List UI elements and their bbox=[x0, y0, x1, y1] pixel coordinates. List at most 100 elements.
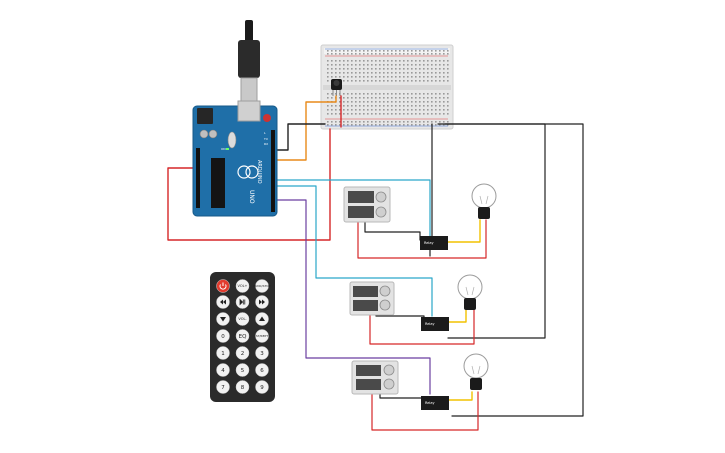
remote-button[interactable]: 6 bbox=[255, 363, 269, 377]
breadboard-hole bbox=[399, 124, 401, 126]
breadboard-hole bbox=[419, 97, 421, 99]
remote-button[interactable]: 4 bbox=[216, 363, 230, 377]
remote-button-up-arrow[interactable] bbox=[255, 312, 269, 326]
remote-button[interactable]: EQ bbox=[235, 329, 250, 343]
breadboard-hole bbox=[443, 101, 445, 103]
breadboard-hole bbox=[339, 109, 341, 111]
breadboard-hole bbox=[415, 68, 417, 70]
breadboard-hole bbox=[447, 64, 449, 66]
breadboard-hole bbox=[347, 101, 349, 103]
breadboard-hole bbox=[391, 80, 393, 82]
breadboard-hole bbox=[379, 72, 381, 74]
breadboard-hole bbox=[375, 76, 377, 78]
breadboard-hole bbox=[327, 53, 329, 55]
breadboard-hole bbox=[411, 64, 413, 66]
remote-button[interactable]: 1 bbox=[216, 346, 230, 360]
breadboard-hole bbox=[339, 101, 341, 103]
breadboard-hole bbox=[375, 124, 377, 126]
breadboard-hole bbox=[439, 60, 441, 62]
breadboard-hole bbox=[403, 64, 405, 66]
remote-button[interactable]: 9 bbox=[255, 380, 269, 394]
breadboard-hole bbox=[443, 60, 445, 62]
breadboard-hole bbox=[359, 101, 361, 103]
breadboard-hole bbox=[347, 80, 349, 82]
breadboard-hole bbox=[395, 124, 397, 126]
breadboard-hole bbox=[359, 121, 361, 123]
remote-button[interactable]: 0 bbox=[216, 329, 230, 343]
breadboard-hole bbox=[335, 72, 337, 74]
remote-button-fast-forward[interactable] bbox=[255, 295, 269, 309]
wire-r3-yellow bbox=[447, 391, 473, 401]
breadboard-hole bbox=[359, 93, 361, 95]
breadboard-hole bbox=[387, 72, 389, 74]
breadboard-hole bbox=[435, 109, 437, 111]
breadboard-hole bbox=[415, 76, 417, 78]
breadboard-hole bbox=[347, 97, 349, 99]
breadboard-hole bbox=[395, 121, 397, 123]
breadboard-hole bbox=[359, 113, 361, 115]
breadboard-hole bbox=[347, 50, 349, 52]
breadboard-hole bbox=[439, 93, 441, 95]
breadboard-hole bbox=[351, 121, 353, 123]
breadboard-hole bbox=[403, 97, 405, 99]
breadboard-hole bbox=[375, 113, 377, 115]
breadboard-hole bbox=[391, 72, 393, 74]
breadboard-hole bbox=[387, 124, 389, 126]
remote-button-down-arrow[interactable] bbox=[216, 312, 230, 326]
remote-button[interactable]: FUNC/STOP bbox=[253, 279, 271, 293]
breadboard-hole bbox=[399, 105, 401, 107]
breadboard-hole bbox=[351, 93, 353, 95]
remote-button[interactable]: VOL- bbox=[235, 312, 250, 326]
remote-button-label: 6 bbox=[260, 368, 264, 374]
breadboard-hole bbox=[447, 76, 449, 78]
breadboard-hole bbox=[363, 101, 365, 103]
breadboard-hole bbox=[403, 53, 405, 55]
breadboard-hole bbox=[327, 109, 329, 111]
remote-button[interactable]: 8 bbox=[235, 380, 250, 394]
breadboard-hole bbox=[411, 124, 413, 126]
breadboard-hole bbox=[347, 64, 349, 66]
breadboard-hole bbox=[335, 124, 337, 126]
remote-button[interactable]: VOL+ bbox=[235, 279, 250, 293]
breadboard-hole bbox=[355, 68, 357, 70]
breadboard-hole bbox=[427, 121, 429, 123]
breadboard-hole bbox=[363, 80, 365, 82]
breadboard-hole bbox=[351, 97, 353, 99]
breadboard-hole bbox=[423, 101, 425, 103]
remote-button[interactable]: 3 bbox=[255, 346, 269, 360]
breadboard-hole bbox=[415, 80, 417, 82]
breadboard-hole bbox=[399, 93, 401, 95]
remote-button-rewind[interactable] bbox=[216, 295, 230, 309]
breadboard-hole bbox=[331, 93, 333, 95]
breadboard-hole bbox=[383, 72, 385, 74]
breadboard-hole bbox=[339, 76, 341, 78]
breadboard-hole bbox=[399, 97, 401, 99]
remote-button-power[interactable] bbox=[216, 279, 230, 293]
breadboard-hole bbox=[375, 60, 377, 62]
breadboard-hole bbox=[331, 121, 333, 123]
breadboard-hole bbox=[391, 64, 393, 66]
remote-button[interactable]: 7 bbox=[216, 380, 230, 394]
breadboard-hole bbox=[415, 53, 417, 55]
breadboard-hole bbox=[447, 72, 449, 74]
breadboard-hole bbox=[351, 80, 353, 82]
remote-button-play-pause[interactable] bbox=[235, 295, 250, 309]
remote-button-label: ST/REPT bbox=[256, 334, 269, 338]
remote-button[interactable]: 2 bbox=[235, 346, 250, 360]
breadboard-hole bbox=[411, 121, 413, 123]
breadboard-hole bbox=[367, 50, 369, 52]
remote-button[interactable]: 5 bbox=[235, 363, 250, 377]
arduino-tx-label: TX bbox=[263, 137, 268, 141]
breadboard-hole bbox=[375, 80, 377, 82]
breadboard-hole bbox=[327, 105, 329, 107]
remote-button[interactable]: ST/REPT bbox=[255, 329, 269, 343]
breadboard-hole bbox=[419, 53, 421, 55]
play-pause-icon bbox=[239, 298, 246, 306]
breadboard-hole bbox=[347, 68, 349, 70]
breadboard-hole bbox=[431, 101, 433, 103]
breadboard-hole bbox=[383, 101, 385, 103]
breadboard-hole bbox=[407, 101, 409, 103]
breadboard-hole bbox=[423, 50, 425, 52]
breadboard-hole bbox=[383, 121, 385, 123]
breadboard-hole bbox=[399, 60, 401, 62]
